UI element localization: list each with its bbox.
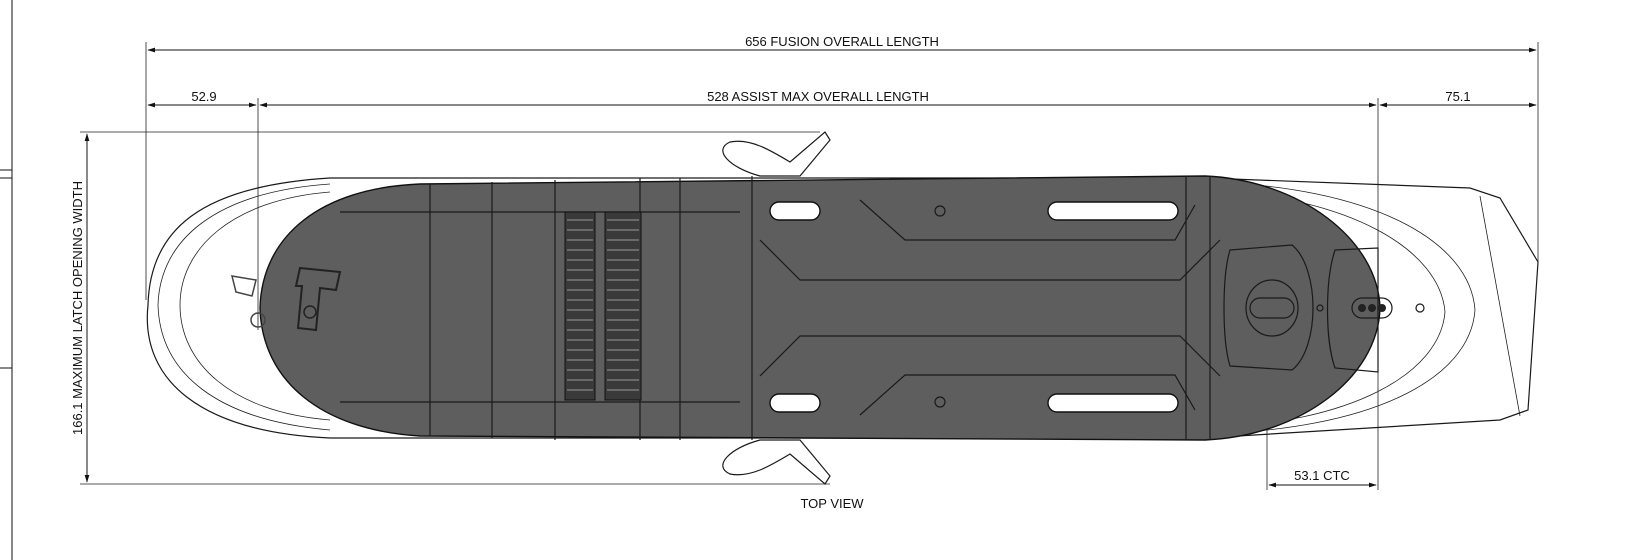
latch-arms [722,131,831,485]
overall-length-label: 656 FUSION OVERALL LENGTH [745,34,939,49]
overall-length-dimension: 656 FUSION OVERALL LENGTH [145,34,1539,300]
ctc-label: 53.1 CTC [1294,468,1350,483]
brand-logo [230,266,342,332]
latch-width-dimension: 166.1 MAXIMUM LATCH OPENING WIDTH [70,131,830,485]
right-offset-label: 75.1 [1445,89,1470,104]
assist-length-label: 528 ASSIST MAX OVERALL LENGTH [707,89,929,104]
rear-mechanism [1223,244,1425,373]
left-offset-label: 52.9 [191,89,216,104]
latch-width-label: 166.1 MAXIMUM LATCH OPENING WIDTH [70,181,85,435]
view-label: TOP VIEW [800,496,864,511]
outer-shell [146,177,1539,439]
rib-grip [564,211,642,401]
sheet-border [0,0,13,560]
mounting-slots [769,201,1179,413]
